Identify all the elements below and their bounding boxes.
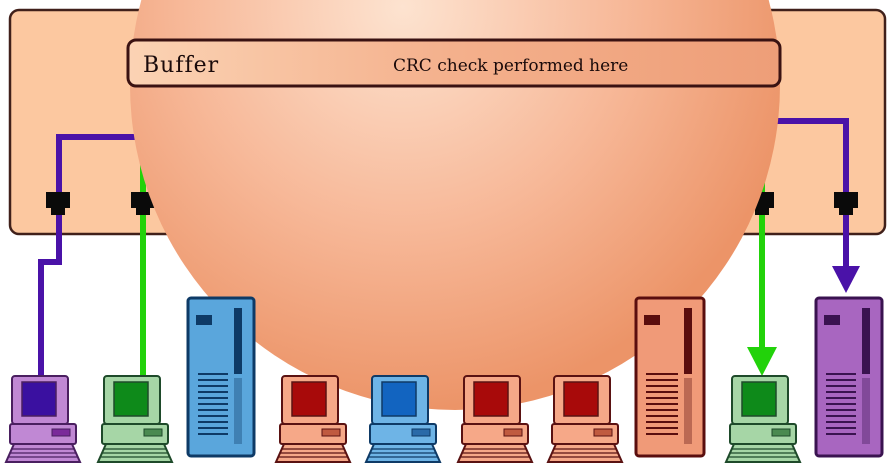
- workstation-icon: [96, 375, 174, 463]
- workstation-icon: [4, 375, 82, 463]
- arrow-head-purple-right: [832, 266, 860, 293]
- crc-label: CRC check performed here: [393, 56, 628, 76]
- server-icon: [634, 296, 706, 458]
- server-icon: [186, 296, 256, 458]
- workstation-icon: [274, 375, 352, 463]
- processing-bubble: [130, 0, 780, 410]
- workstation-icon: [546, 375, 624, 463]
- buffer-label: Buffer: [143, 53, 219, 78]
- server-icon: [814, 296, 884, 458]
- workstation-icon: [724, 375, 802, 463]
- workstation-icon: [364, 375, 442, 463]
- port-icon: [46, 192, 70, 215]
- link-purple-right: [770, 118, 849, 270]
- port-icon: [131, 192, 155, 215]
- workstation-icon: [456, 375, 534, 463]
- link-purple-left: [38, 134, 138, 385]
- buffer-bar: [126, 38, 782, 88]
- port-icon: [834, 192, 858, 215]
- arrow-head-green-right: [747, 347, 777, 376]
- devices: [4, 296, 884, 463]
